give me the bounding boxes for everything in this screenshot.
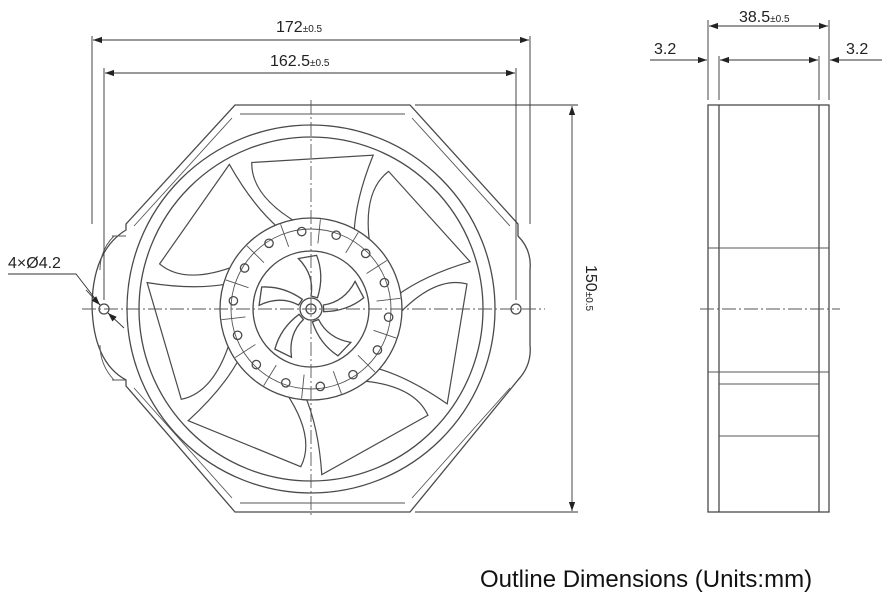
overall-width-label: 172±0.5 — [276, 19, 323, 36]
flange-right-label: 3.2 — [846, 41, 868, 58]
hub-rib — [373, 329, 397, 339]
hub-rib — [376, 297, 401, 302]
hub-rib — [366, 260, 388, 274]
hub-hole — [239, 263, 250, 273]
hub-rib — [332, 370, 342, 394]
hub-hole — [379, 277, 390, 288]
hub-hole — [264, 238, 274, 249]
hub-hole — [232, 330, 243, 341]
hub-rib — [263, 364, 277, 386]
hub-holes — [228, 226, 394, 392]
hole-leader — [8, 273, 101, 306]
hub-hole — [315, 381, 326, 392]
side-band-lines — [708, 247, 829, 437]
height-label: 150±0.5 — [582, 265, 599, 312]
blade — [367, 170, 472, 298]
frame-inner-edge — [133, 113, 511, 504]
hole-leader-arrow-in — [85, 289, 101, 306]
hub-hole — [372, 345, 383, 355]
hub-rib — [234, 344, 256, 358]
hub-rib — [225, 279, 249, 289]
extension-lines-front — [91, 36, 578, 513]
extension-lines-side — [707, 20, 830, 100]
mounting-holes-label: 4×Ø4.2 — [8, 255, 61, 272]
hub-hole — [383, 312, 394, 323]
blade — [303, 379, 429, 476]
frame-flange-step — [99, 235, 126, 381]
front-view: 172±0.5 162.5±0.5 150±0.5 4×Ø4.2 — [8, 19, 599, 518]
blade — [251, 154, 375, 236]
hub-hole — [251, 359, 262, 370]
hub-hole — [360, 248, 371, 259]
hub-spoke — [311, 318, 353, 357]
hub-hole — [280, 377, 291, 388]
side-body — [707, 104, 830, 513]
hub-spoke — [322, 280, 365, 313]
hub-hole — [296, 226, 307, 237]
hub-hole — [331, 230, 342, 241]
flange-left-label: 3.2 — [654, 41, 676, 58]
hole-pitch-label: 162.5±0.5 — [270, 53, 330, 70]
side-view: 38.5±0.5 3.2 3.2 — [650, 9, 882, 513]
hub-rib — [357, 354, 376, 373]
hub-ribs — [221, 219, 401, 399]
blade — [146, 281, 232, 400]
hub-rib — [280, 224, 290, 248]
hub-spoke — [258, 286, 304, 307]
depth-label: 38.5±0.5 — [739, 9, 790, 26]
hub-rib — [246, 245, 265, 264]
hub-spoke — [274, 313, 305, 359]
hub-hole — [228, 295, 239, 306]
hub-rib — [221, 316, 246, 321]
hub-spokes — [258, 254, 365, 359]
hub-rib — [317, 219, 321, 244]
caption: Outline Dimensions (Units:mm) — [480, 566, 813, 593]
hub-rib — [301, 374, 305, 399]
frame-outline — [91, 104, 531, 513]
hub-hole — [348, 369, 358, 380]
hole-leader-arrow-out — [107, 312, 125, 329]
hub-rib — [345, 232, 359, 254]
blade — [373, 281, 468, 405]
